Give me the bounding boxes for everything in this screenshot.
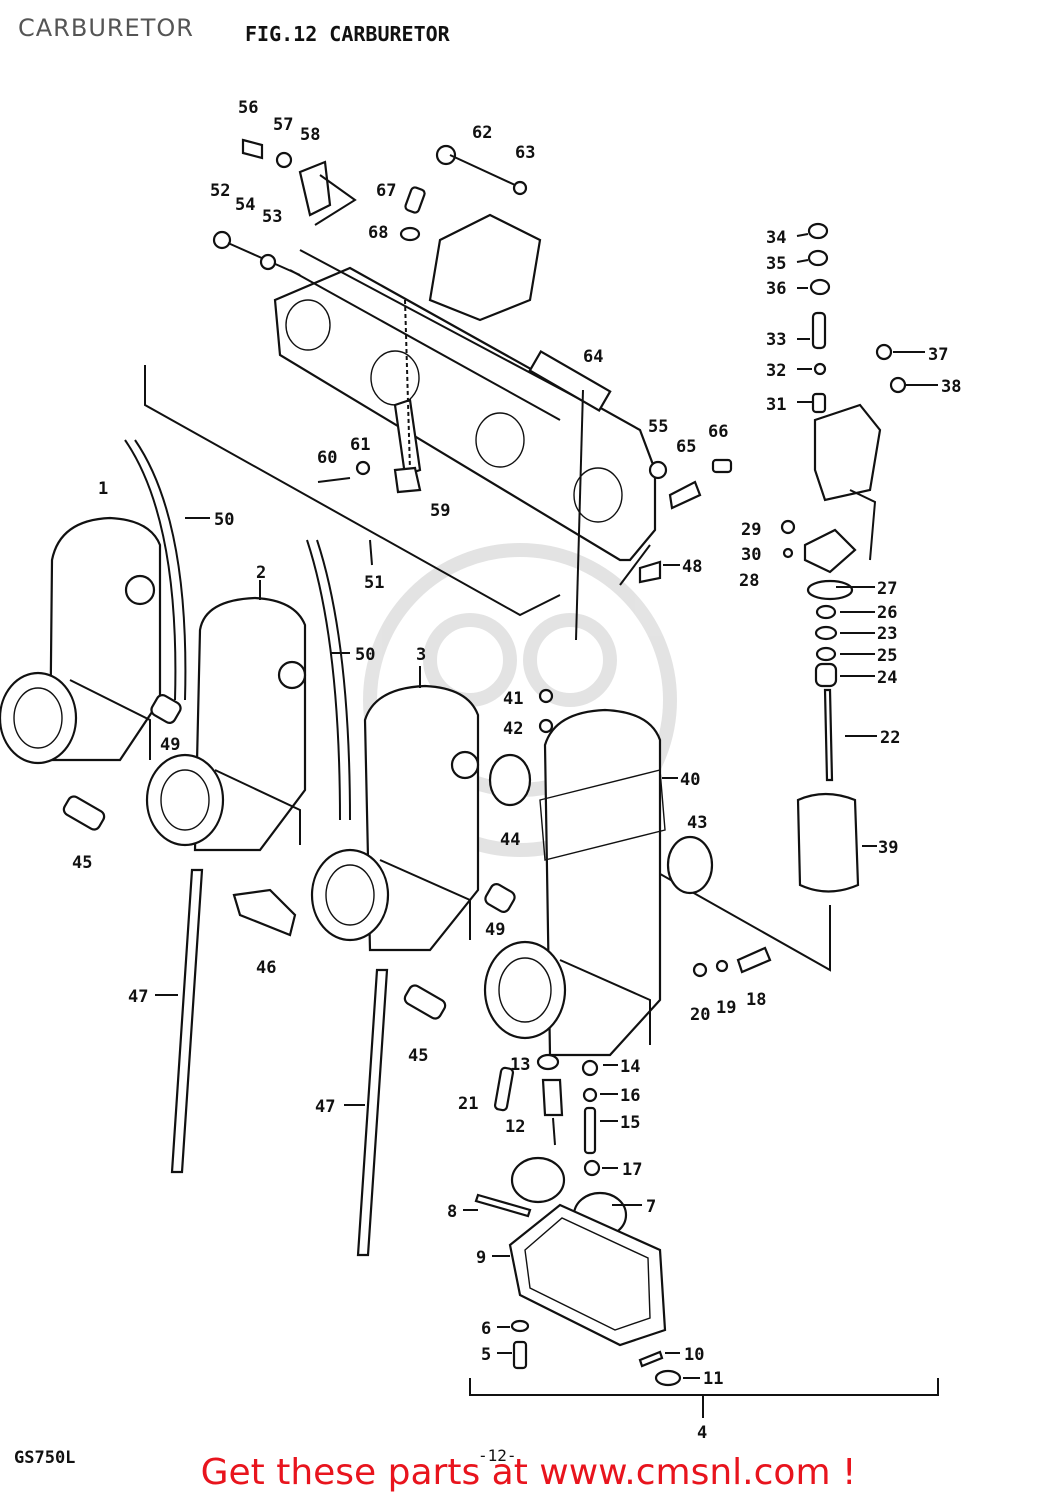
callout-56: 56	[238, 98, 258, 118]
callout-13: 13	[510, 1055, 530, 1075]
callout-62: 62	[472, 123, 492, 143]
callout-67: 67	[376, 181, 396, 201]
callout-28: 28	[739, 571, 759, 591]
callout-8: 8	[447, 1202, 457, 1222]
callout-50b: 50	[355, 645, 375, 665]
callout-34: 34	[766, 228, 786, 248]
callout-2: 2	[256, 563, 266, 583]
callout-52: 52	[210, 181, 230, 201]
callout-47b: 47	[315, 1097, 335, 1117]
callout-54: 54	[235, 195, 255, 215]
callout-11: 11	[703, 1369, 723, 1389]
callout-51: 51	[364, 573, 384, 593]
callout-27: 27	[877, 579, 897, 599]
callout-49b: 49	[485, 920, 505, 940]
callout-5: 5	[481, 1345, 491, 1365]
callout-45b: 45	[408, 1046, 428, 1066]
callout-9: 9	[476, 1248, 486, 1268]
callout-30: 30	[741, 545, 761, 565]
callout-44: 44	[500, 830, 520, 850]
callout-24: 24	[877, 668, 897, 688]
carb-holder-plate	[273, 213, 657, 562]
section-label: CARBURETOR	[18, 14, 194, 42]
callout-39: 39	[878, 838, 898, 858]
promo-link[interactable]: Get these parts at www.cmsnl.com !	[200, 1452, 857, 1493]
callout-63: 63	[515, 143, 535, 163]
callout-37: 37	[928, 345, 948, 365]
callout-29: 29	[741, 520, 761, 540]
carburetor-4	[483, 708, 666, 1057]
model-code: GS750L	[14, 1448, 76, 1468]
callout-17: 17	[622, 1160, 642, 1180]
hoses-and-fittings	[62, 439, 772, 1257]
callout-6: 6	[481, 1319, 491, 1339]
carburetor-3	[310, 684, 480, 952]
figure-title: FIG.12 CARBURETOR	[245, 22, 450, 46]
callout-21: 21	[458, 1094, 478, 1114]
callout-40: 40	[680, 770, 700, 790]
callout-68: 68	[368, 223, 388, 243]
carburetor-1	[0, 516, 162, 765]
callout-3: 3	[416, 645, 426, 665]
callout-48: 48	[682, 557, 702, 577]
carburetor-2	[145, 596, 307, 852]
callout-4: 4	[697, 1423, 707, 1443]
callout-47a: 47	[128, 987, 148, 1007]
callout-41: 41	[503, 689, 523, 709]
callout-26: 26	[877, 603, 897, 623]
callout-53: 53	[262, 207, 282, 227]
callout-57: 57	[273, 115, 293, 135]
callout-10: 10	[684, 1345, 704, 1365]
callout-35: 35	[766, 254, 786, 274]
callout-43: 43	[687, 813, 707, 833]
callout-25: 25	[877, 646, 897, 666]
callout-42: 42	[503, 719, 523, 739]
callout-50a: 50	[214, 510, 234, 530]
leader-lines	[155, 233, 938, 1379]
callout-33: 33	[766, 330, 786, 350]
callout-14: 14	[620, 1057, 640, 1077]
callout-1: 1	[98, 479, 108, 499]
callout-19: 19	[716, 998, 736, 1018]
callout-64: 64	[583, 347, 603, 367]
callout-49a: 49	[160, 735, 180, 755]
page-number: -12-	[478, 1446, 517, 1465]
callout-numbers: 56 57 58 62 63 67 68 52 54 53 64 55 65 6…	[72, 98, 961, 1443]
callout-45a: 45	[72, 853, 92, 873]
callout-59: 59	[430, 501, 450, 521]
callout-23: 23	[877, 624, 897, 644]
callout-22: 22	[880, 728, 900, 748]
callout-65: 65	[676, 437, 696, 457]
callout-55: 55	[648, 417, 668, 437]
callout-7: 7	[646, 1197, 656, 1217]
callout-66: 66	[708, 422, 728, 442]
callout-58: 58	[300, 125, 320, 145]
callout-15: 15	[620, 1113, 640, 1133]
callout-31: 31	[766, 395, 786, 415]
callout-18: 18	[746, 990, 766, 1010]
callout-36: 36	[766, 279, 786, 299]
callout-46: 46	[256, 958, 276, 978]
slide-assembly	[599, 222, 907, 972]
linkage-small-parts	[144, 138, 733, 617]
callout-61: 61	[350, 435, 370, 455]
callout-38: 38	[941, 377, 961, 397]
callout-12: 12	[505, 1117, 525, 1137]
callout-32: 32	[766, 361, 786, 381]
callout-20: 20	[690, 1005, 710, 1025]
callout-60: 60	[317, 448, 337, 468]
callout-16: 16	[620, 1086, 640, 1106]
